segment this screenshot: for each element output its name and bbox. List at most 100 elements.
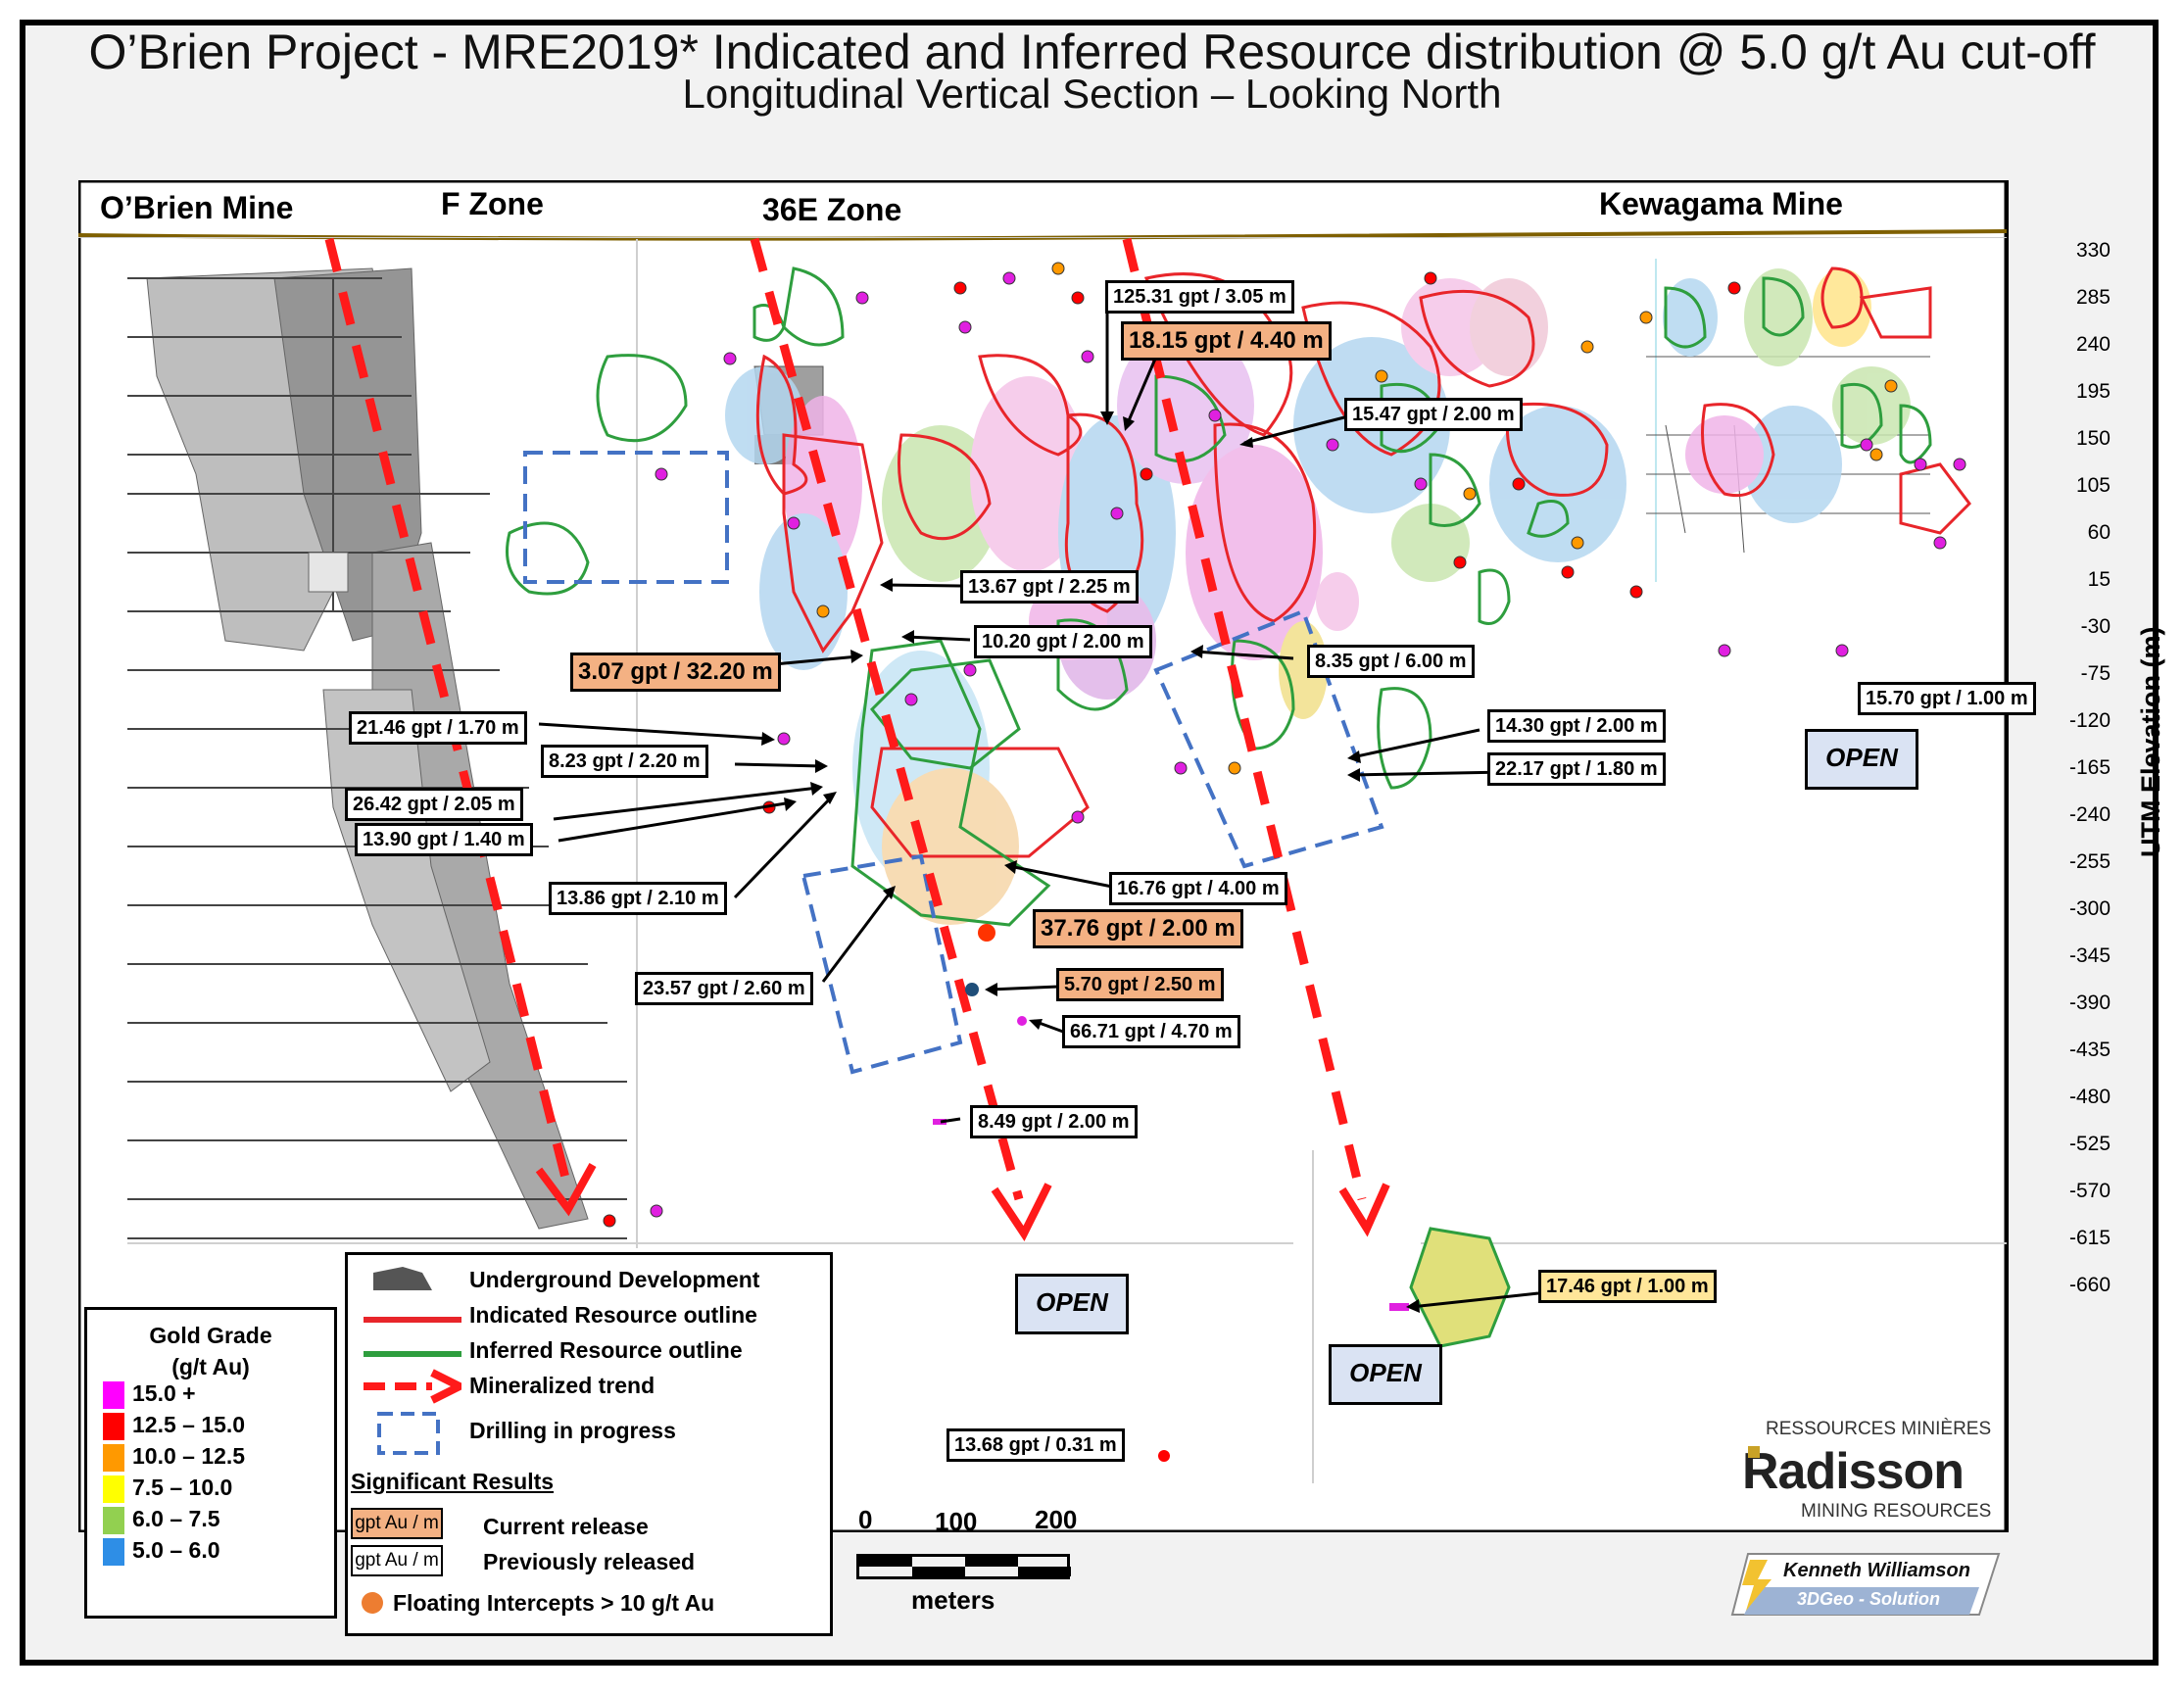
legend-significant-title: Significant Results	[351, 1469, 555, 1494]
leader-arrows	[538, 308, 1539, 1309]
grade-item-label: 15.0 +	[132, 1380, 196, 1406]
callout: 26.42 gpt / 2.05 m	[345, 788, 523, 821]
callout: 125.31 gpt / 3.05 m	[1105, 280, 1294, 314]
elev-tick: -660	[2068, 1274, 2111, 1296]
level-lines	[127, 277, 627, 1239]
elev-tick: -525	[2068, 1133, 2111, 1155]
elev-tick: -30	[2080, 615, 2111, 638]
elev-tick: -480	[2068, 1086, 2111, 1108]
elev-tick: -120	[2068, 709, 2111, 732]
elev-tick: -435	[2068, 1039, 2111, 1061]
callout: 8.35 gpt / 6.00 m	[1307, 645, 1475, 678]
scale-unit: meters	[911, 1585, 995, 1615]
callout-current: 5.70 gpt / 2.50 m	[1056, 968, 1224, 1001]
legend-previous-box: gpt Au / m	[351, 1545, 443, 1576]
callout: 13.90 gpt / 1.40 m	[355, 823, 533, 856]
logo-text: RESSOURCES MINIÈRES	[1766, 1419, 1992, 1439]
elev-tick: -75	[2080, 662, 2111, 685]
mineralized-trends	[324, 237, 1367, 1201]
grade-item-label: 12.5 – 15.0	[132, 1412, 246, 1437]
label-36e-zone: 36E Zone	[762, 192, 902, 227]
grade-item: 7.5 – 10.0	[103, 1475, 232, 1503]
callout: 13.86 gpt / 2.10 m	[549, 882, 727, 915]
label-kewagama-mine: Kewagama Mine	[1599, 186, 1843, 221]
elev-tick: 330	[2075, 239, 2111, 262]
elev-tick: -615	[2068, 1227, 2111, 1249]
scale-tick-100: 100	[935, 1507, 978, 1536]
callout: 15.47 gpt / 2.00 m	[1344, 398, 1523, 431]
elev-tick: -300	[2068, 897, 2111, 920]
floating-dot-icon	[362, 1592, 383, 1614]
elev-tick: -240	[2068, 803, 2111, 826]
logo-text: MINING RESOURCES	[1801, 1501, 1992, 1522]
callout: 22.17 gpt / 1.80 m	[1487, 752, 1666, 786]
callout: 14.30 gpt / 2.00 m	[1487, 709, 1666, 743]
grade-swatch	[103, 1537, 124, 1566]
callout-current: 18.15 gpt / 4.40 m	[1121, 321, 1332, 361]
legend-previous: Previously released	[483, 1549, 696, 1574]
open-label: OPEN	[1805, 729, 1918, 790]
legend-current-box: gpt Au / m	[351, 1508, 443, 1539]
elev-tick: -255	[2068, 850, 2111, 873]
open-label: OPEN	[1015, 1274, 1129, 1334]
callout: 13.68 gpt / 0.31 m	[946, 1428, 1125, 1462]
scale-tick-0: 0	[858, 1505, 873, 1534]
legend-trend: Mineralized trend	[469, 1373, 655, 1398]
grade-item-label: 6.0 – 7.5	[132, 1506, 220, 1531]
radisson-logo: RESSOURCES MINIÈRES Radisson MINING RESO…	[1742, 1419, 2026, 1536]
drilling-in-progress	[523, 451, 1384, 1075]
logo-text: 3DGeo - Solution	[1797, 1589, 1940, 1609]
callout: 10.20 gpt / 2.00 m	[974, 625, 1152, 658]
grade-item: 10.0 – 12.5	[103, 1443, 245, 1472]
grade-item-label: 10.0 – 12.5	[132, 1443, 246, 1469]
elev-tick: 285	[2075, 286, 2111, 309]
elev-tick: 105	[2075, 474, 2111, 497]
axis-title: UTM Elevation (m)	[2136, 626, 2165, 857]
grade-swatch	[103, 1506, 124, 1534]
grade-item: 12.5 – 15.0	[103, 1412, 245, 1440]
open-label: OPEN	[1329, 1344, 1442, 1405]
callout: 66.71 gpt / 4.70 m	[1062, 1015, 1240, 1048]
figure-subtitle: Longitudinal Vertical Section – Looking …	[682, 71, 1502, 117]
legend-indicated: Indicated Resource outline	[469, 1302, 757, 1328]
elev-tick: 150	[2075, 427, 2111, 450]
grade-swatch	[103, 1412, 124, 1440]
grade-swatch	[103, 1475, 124, 1503]
elev-tick: -345	[2068, 944, 2111, 967]
grade-legend-title: Gold Grade	[149, 1323, 272, 1348]
intercept-markers	[933, 924, 1409, 1462]
logo-text: Radisson	[1742, 1443, 1965, 1500]
elev-tick: -165	[2068, 756, 2111, 779]
leader-arrowheads	[761, 411, 1420, 1313]
legend-floating: Floating Intercepts > 10 g/t Au	[393, 1590, 715, 1616]
label-obrien-mine: O’Brien Mine	[100, 190, 294, 225]
callout: 21.46 gpt / 1.70 m	[349, 711, 527, 745]
elev-tick: 15	[2087, 568, 2111, 591]
grade-item-label: 7.5 – 10.0	[132, 1475, 233, 1500]
callout: 13.67 gpt / 2.25 m	[960, 570, 1139, 604]
inferred-outlines	[506, 266, 1932, 1348]
legend-underground: Underground Development	[469, 1267, 760, 1292]
elev-tick: 195	[2075, 380, 2111, 403]
underground-symbol	[373, 1267, 432, 1290]
callout: 23.57 gpt / 2.60 m	[635, 972, 813, 1005]
callout-current: 3.07 gpt / 32.20 m	[570, 653, 781, 692]
trend-arrowheads	[535, 1163, 1390, 1241]
scale-tick-200: 200	[1035, 1505, 1078, 1534]
scale-bar-box	[856, 1554, 1071, 1579]
callout-yellow: 17.46 gpt / 1.00 m	[1538, 1270, 1717, 1303]
legend-drilling: Drilling in progress	[469, 1418, 676, 1443]
elev-tick: 240	[2075, 333, 2111, 356]
logo-text: Kenneth Williamson	[1783, 1560, 1970, 1581]
grade-legend: Gold Grade (g/t Au) 15.0 + 12.5 – 15.0 1…	[84, 1307, 337, 1619]
elev-tick: -570	[2068, 1180, 2111, 1202]
grade-legend-unit: (g/t Au)	[171, 1354, 250, 1379]
callout: 16.76 gpt / 4.00 m	[1109, 872, 1287, 905]
grade-swatch	[103, 1380, 124, 1409]
elev-tick: 60	[2087, 521, 2111, 544]
legend-inferred: Inferred Resource outline	[469, 1337, 743, 1363]
callout: 15.70 gpt / 1.00 m	[1858, 682, 2036, 715]
legend-current: Current release	[483, 1514, 649, 1539]
callout: 8.49 gpt / 2.00 m	[970, 1105, 1138, 1138]
grade-swatch	[103, 1443, 124, 1472]
